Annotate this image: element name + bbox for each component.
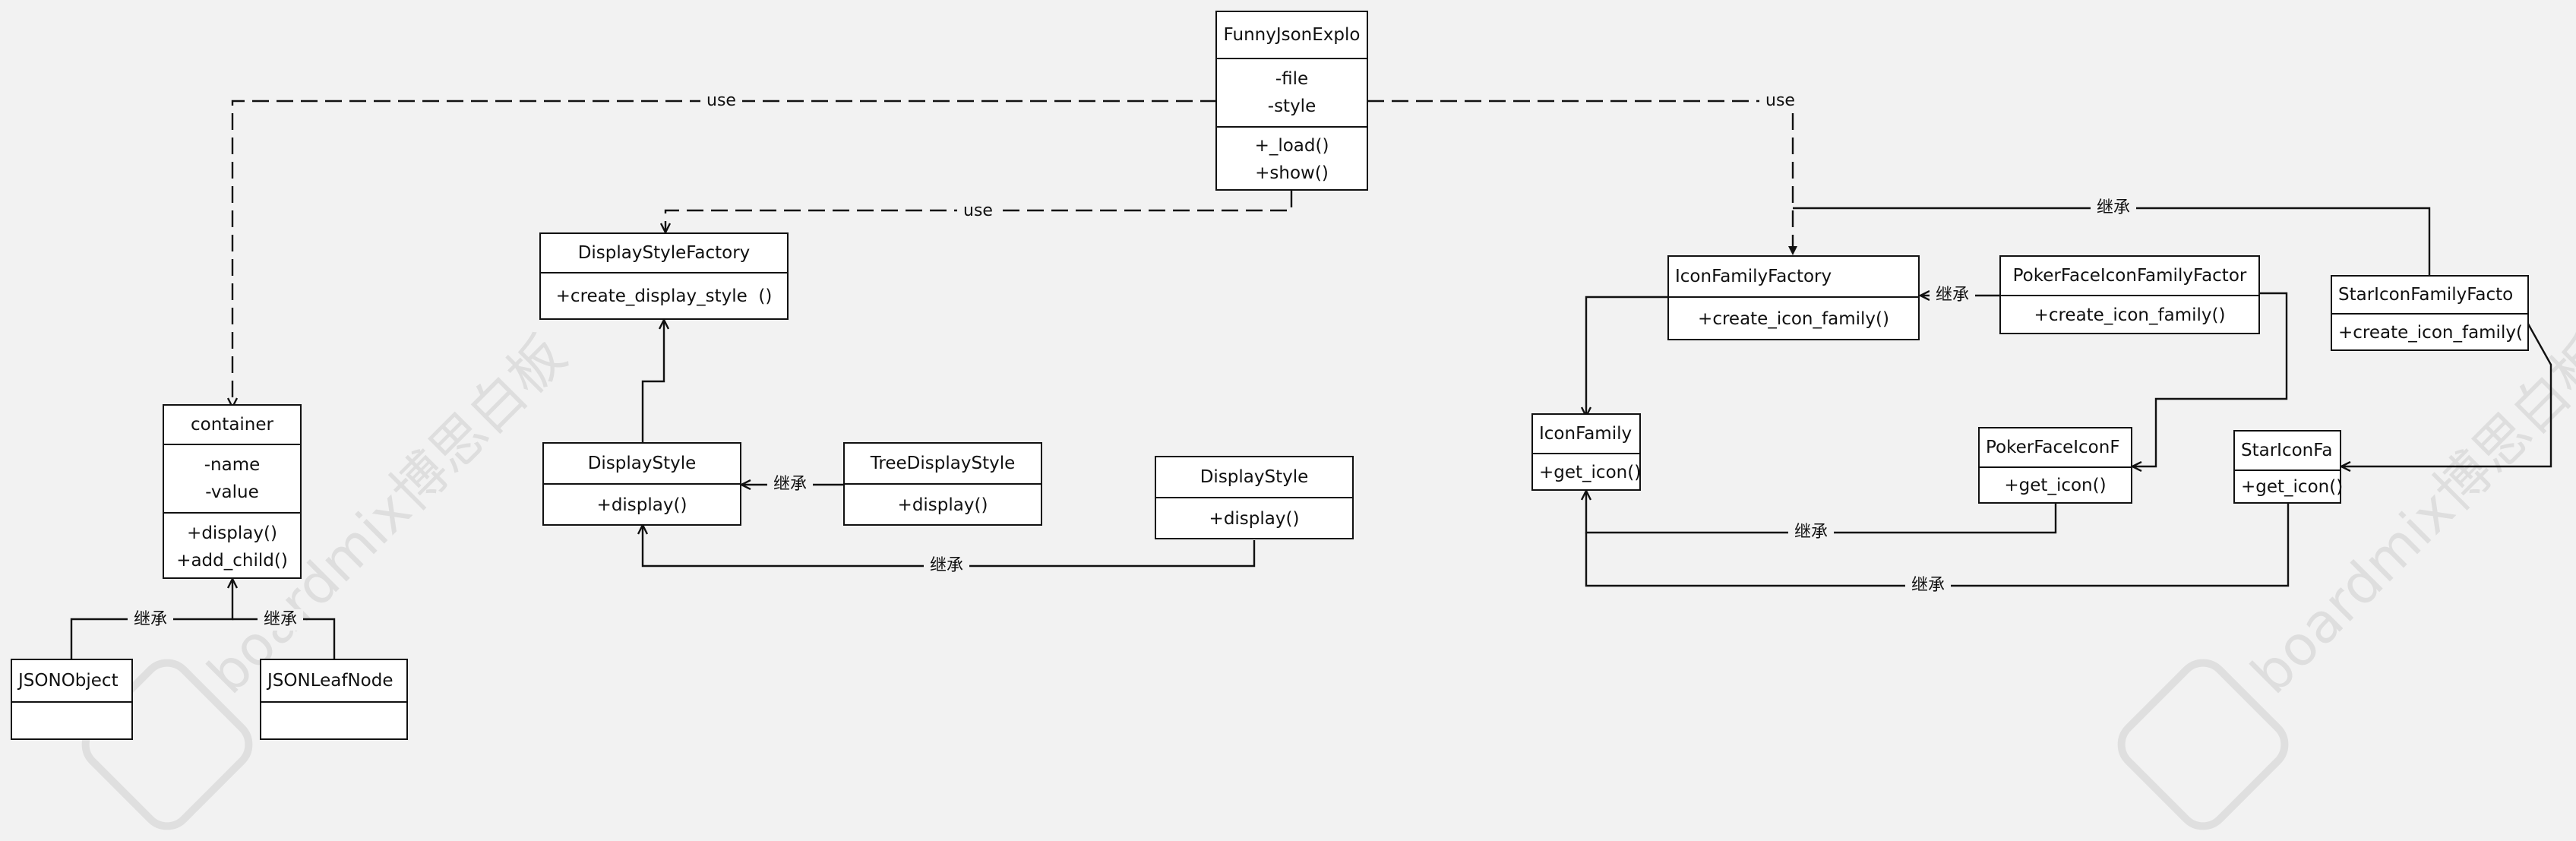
- attribute: -name: [204, 455, 261, 475]
- inherit-label: 继承: [1788, 522, 1835, 543]
- inherit-label: 继承: [2091, 198, 2137, 219]
- method: +create_icon_family(): [1698, 308, 1889, 329]
- inherit-label: 继承: [258, 609, 304, 631]
- class-title: FunnyJsonExplo: [1223, 25, 1361, 45]
- use-label: use: [1759, 90, 1801, 112]
- inherit-label: 继承: [1930, 285, 1976, 306]
- method: +display(): [596, 495, 687, 515]
- use-label: use: [700, 90, 742, 112]
- inherit-label: 继承: [1905, 575, 1952, 596]
- class-title: TreeDisplayStyle: [870, 454, 1016, 473]
- class-title: JSONObject: [18, 671, 119, 691]
- inherit-label: 继承: [767, 474, 814, 495]
- class-title: IconFamily: [1539, 424, 1633, 444]
- method: +create_icon_family(): [2034, 305, 2226, 325]
- class-container[interactable]: container -name -value +display() +add_c…: [163, 404, 302, 579]
- inherit-edge-stariconfamilyfactory: [1793, 207, 2431, 276]
- class-iconfamilyfactory[interactable]: IconFamilyFactory +create_icon_family(): [1667, 255, 1920, 340]
- class-displaystyle[interactable]: DisplayStyle +display(): [542, 442, 741, 526]
- class-funnyjsonexplorer[interactable]: FunnyJsonExplo -file -style +_load() +sh…: [1215, 11, 1368, 191]
- class-title: PokerFaceIconF: [1986, 438, 2120, 457]
- edge-star-factory-product: [2341, 312, 2552, 466]
- class-pokerfaceiconf[interactable]: PokerFaceIconF +get_icon(): [1978, 427, 2132, 504]
- inherit-label: 继承: [924, 555, 970, 577]
- attribute: -value: [205, 482, 259, 502]
- class-title: DisplayStyle: [587, 454, 697, 473]
- class-title: StarIconFamilyFacto: [2338, 285, 2514, 305]
- method: +show(): [1255, 163, 1329, 183]
- class-iconfamily[interactable]: IconFamily +get_icon(): [1531, 413, 1641, 491]
- inherit-label: 继承: [128, 609, 174, 631]
- edge-pokerface-factory-product: [2132, 292, 2288, 466]
- attribute: -style: [1267, 96, 1316, 116]
- class-stariconfamilyfactory[interactable]: StarIconFamilyFacto +create_icon_family(: [2331, 275, 2529, 351]
- attribute: -file: [1275, 69, 1309, 89]
- method: +display(): [187, 523, 277, 543]
- class-displaystyle-2[interactable]: DisplayStyle +display(): [1155, 456, 1354, 539]
- method: +create_icon_family(: [2338, 322, 2523, 343]
- uml-class-diagram: boardmix博思白板 boardmix博思白板: [11, 11, 2576, 841]
- method: +get_icon(): [2004, 476, 2107, 495]
- method: +display(): [1209, 508, 1300, 529]
- method: +create_display_style (): [555, 286, 773, 306]
- class-title: JSONLeafNode: [267, 671, 394, 691]
- class-jsonobject[interactable]: JSONObject: [11, 659, 133, 740]
- use-edge-iconfamilyfactory: [1367, 100, 1797, 255]
- use-edge-container: [232, 100, 1217, 407]
- class-title: IconFamilyFactory: [1675, 267, 1832, 286]
- method: +get_icon(): [2241, 477, 2344, 497]
- use-label: use: [957, 201, 999, 222]
- class-stariconfa[interactable]: StarIconFa +get_icon(): [2233, 430, 2344, 504]
- method: +add_child(): [176, 550, 288, 571]
- method: +display(): [897, 495, 988, 515]
- class-title: DisplayStyle: [1199, 467, 1309, 487]
- edge-iconfamilyfactory-iconfamily: [1586, 296, 1668, 416]
- method: +_load(): [1254, 136, 1329, 156]
- class-pokerfaceiconfamilyfactory[interactable]: PokerFaceIconFamilyFactor +create_icon_f…: [1999, 255, 2260, 334]
- class-title: PokerFaceIconFamilyFactor: [2012, 266, 2247, 286]
- inherit-edge-stariconfa: [1585, 504, 2290, 587]
- class-title: StarIconFa: [2241, 441, 2333, 460]
- edge-displaystyle-factory: [641, 320, 664, 443]
- class-jsonleafnode[interactable]: JSONLeafNode: [260, 659, 408, 740]
- class-treedisplaystyle[interactable]: TreeDisplayStyle +display(): [843, 442, 1042, 526]
- class-title: container: [191, 415, 273, 435]
- method: +get_icon(): [1539, 462, 1642, 482]
- class-displaystylefactory[interactable]: DisplayStyleFactory +create_display_styl…: [539, 232, 789, 320]
- class-title: DisplayStyleFactory: [577, 243, 751, 263]
